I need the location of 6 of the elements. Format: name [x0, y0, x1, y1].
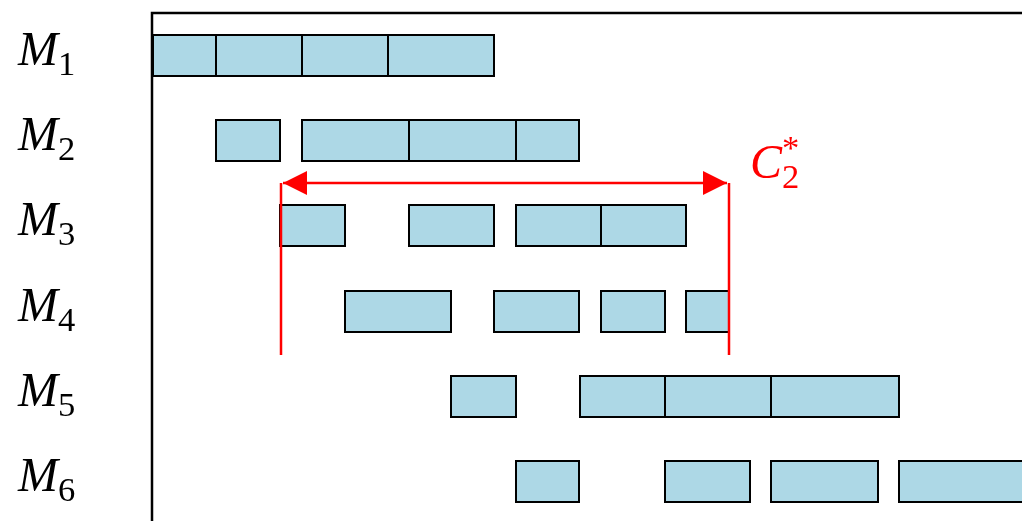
- machine-label: M$_{6}$: [18, 451, 76, 507]
- machine-label: M$_{1}$: [18, 25, 76, 81]
- machine-label: M$_{5}$: [18, 366, 76, 422]
- machine-label: M$_{3}$: [18, 195, 76, 251]
- machine-label: M$_{2}$: [18, 110, 76, 166]
- machine-label: M$_{4}$: [18, 281, 76, 337]
